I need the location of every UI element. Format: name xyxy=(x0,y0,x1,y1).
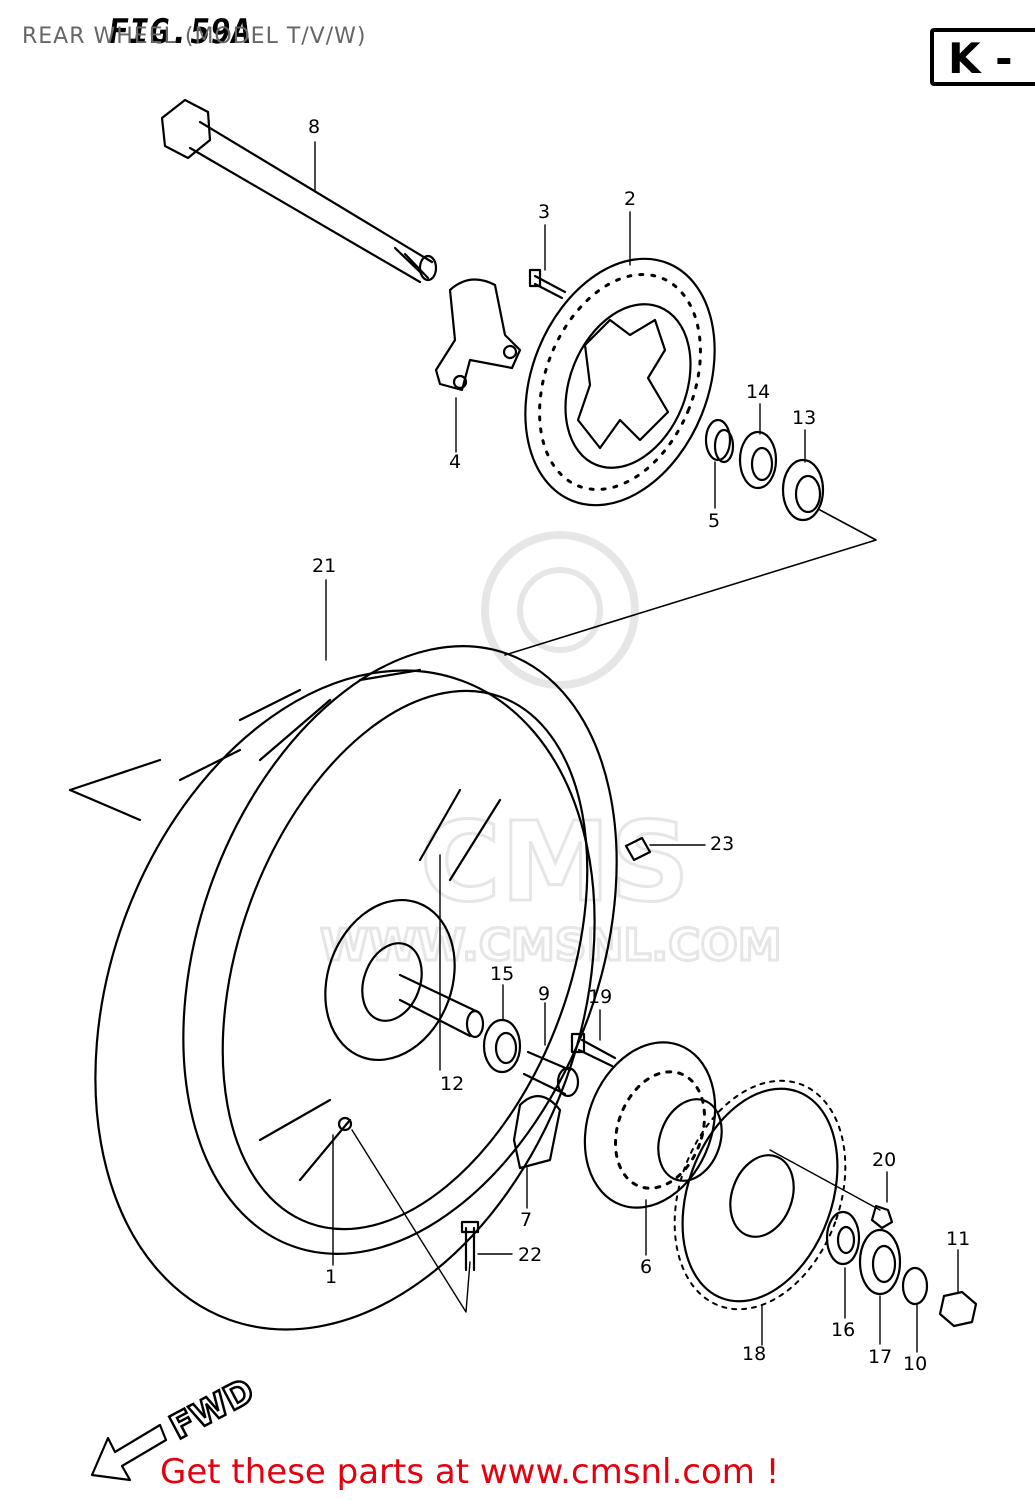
part-label-6: 6 xyxy=(640,1256,652,1278)
part-labels: 1 2 3 4 5 6 7 8 9 10 11 12 13 14 15 16 1… xyxy=(308,116,970,1375)
drum-seal-part xyxy=(858,1228,902,1296)
axle-nut-part xyxy=(938,1290,978,1328)
part-label-20: 20 xyxy=(872,1149,896,1171)
caliper-bracket-part xyxy=(434,278,522,392)
part-label-11: 11 xyxy=(946,1228,970,1250)
footer-link[interactable]: Get these parts at www.cmsnl.com ! xyxy=(160,1452,780,1492)
part-label-8: 8 xyxy=(308,116,320,138)
part-label-14: 14 xyxy=(746,381,770,403)
brake-disc-part xyxy=(524,257,716,507)
part-label-5: 5 xyxy=(708,510,720,532)
spacer-part xyxy=(704,418,735,464)
forward-arrow-icon xyxy=(90,1423,168,1482)
part-label-13: 13 xyxy=(792,407,816,429)
section-box: K - xyxy=(930,28,1035,86)
part-label-16: 16 xyxy=(831,1319,855,1341)
spacer-nine-part xyxy=(522,1050,580,1098)
sprocket-bolt-part xyxy=(570,1032,617,1068)
tyre-part xyxy=(68,645,618,1331)
part-label-18: 18 xyxy=(742,1343,766,1365)
part-label-19: 19 xyxy=(588,986,612,1008)
bearing-part xyxy=(781,458,825,522)
section-box-label: K - xyxy=(948,34,1013,83)
oil-seal-part xyxy=(738,430,778,490)
watermark-brand: CMS xyxy=(420,798,689,926)
sprocket-nut-part xyxy=(870,1204,894,1230)
rear-sprocket-part xyxy=(673,1079,847,1311)
part-label-4: 4 xyxy=(449,451,461,473)
sprocket-drum-part xyxy=(583,1041,723,1209)
part-label-9: 9 xyxy=(538,983,550,1005)
wheel-bearing-part xyxy=(482,1018,522,1074)
page-caption: REAR WHEEL (MODEL T/V/W) xyxy=(22,24,367,49)
part-label-7: 7 xyxy=(520,1209,532,1231)
part-label-12: 12 xyxy=(440,1073,464,1095)
part-label-22: 22 xyxy=(518,1244,542,1266)
axle-part xyxy=(160,98,438,284)
drum-bearing-part xyxy=(825,1210,861,1266)
part-label-3: 3 xyxy=(538,201,550,223)
watermark: CMS WWW.CMSNL.COM xyxy=(319,531,783,973)
part-label-21: 21 xyxy=(312,555,336,577)
part-label-2: 2 xyxy=(624,188,636,210)
part-label-10: 10 xyxy=(903,1353,927,1375)
wheel-rim-part xyxy=(221,689,589,1231)
disc-bolt-part xyxy=(528,268,567,300)
part-label-1: 1 xyxy=(325,1266,337,1288)
tyre-valve-part xyxy=(460,1220,480,1272)
cush-damper-part xyxy=(512,1095,562,1170)
leader-lines xyxy=(314,141,959,1353)
collar-part xyxy=(398,973,485,1039)
drum-spacer-part xyxy=(901,1266,929,1306)
forward-label: FWD xyxy=(163,1371,260,1448)
part-label-23: 23 xyxy=(710,833,734,855)
balance-weight-part xyxy=(624,836,652,862)
part-label-17: 17 xyxy=(868,1346,892,1368)
part-label-15: 15 xyxy=(490,963,514,985)
watermark-url: WWW.CMSNL.COM xyxy=(320,920,782,971)
